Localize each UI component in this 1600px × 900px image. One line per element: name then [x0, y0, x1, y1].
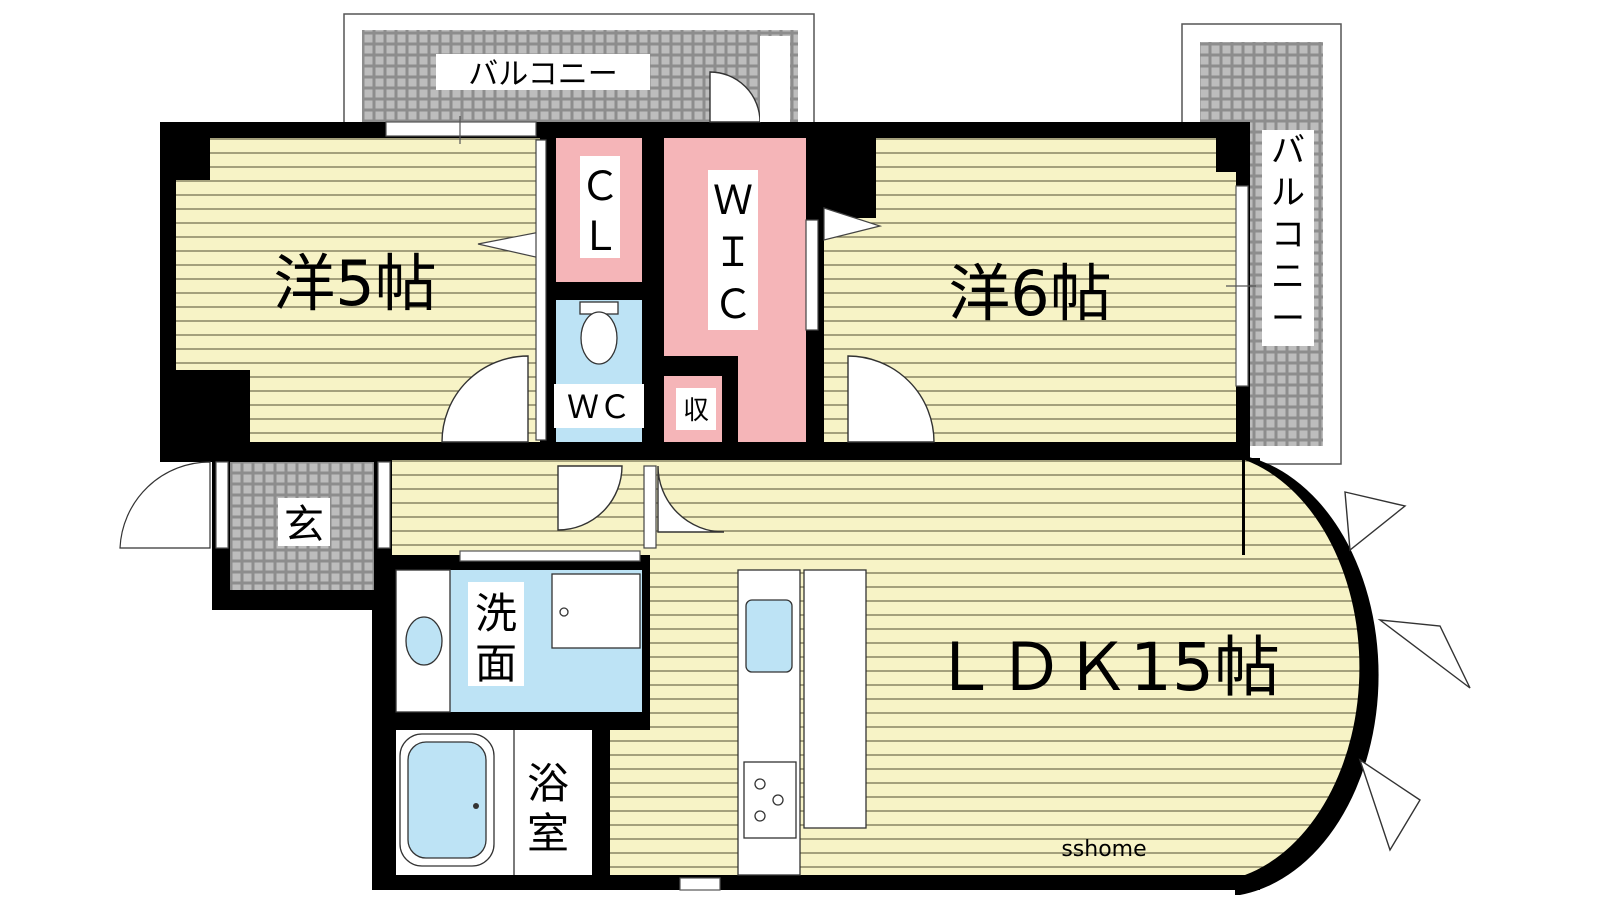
washing-machine-icon	[551, 573, 641, 649]
label-wic-i: Ｉ	[713, 230, 753, 276]
windows	[215, 116, 1256, 891]
balcony-right-char-3: コ	[1271, 215, 1305, 255]
label-wic-w: Ｗ	[713, 178, 753, 224]
stove-icon	[743, 761, 797, 839]
closet-doors	[477, 139, 883, 549]
sink-icon	[405, 616, 443, 666]
label-closet-c: Ｃ	[580, 164, 620, 210]
label-storage: 収	[683, 396, 709, 426]
label-western-5: 洋5帖	[273, 247, 436, 320]
balcony-right-char-1: バ	[1271, 131, 1305, 171]
toilet-icon	[580, 311, 618, 365]
label-balcony-right: バ ル コ ニ ー	[1271, 131, 1305, 339]
room-western-5	[176, 138, 540, 442]
entrance	[230, 462, 374, 590]
balcony-right-char-4: ニ	[1271, 257, 1305, 297]
doors	[119, 36, 1471, 852]
label-western-6: 洋6帖	[948, 257, 1111, 330]
label-washroom-2: 面	[475, 639, 517, 688]
label-toilet: ＷＣ	[567, 388, 631, 426]
label-wic-c: Ｃ	[713, 282, 753, 328]
label-entrance: 玄	[284, 502, 324, 548]
balcony-right-char-5: ー	[1271, 299, 1305, 339]
label-washroom-1: 洗	[475, 589, 517, 638]
label-ldk: ＬＤＫ15帖	[932, 629, 1280, 706]
balcony-top	[343, 13, 815, 125]
room-western-6	[824, 138, 1236, 442]
label-bath-2: 室	[527, 809, 569, 858]
label-balcony-top: バルコニー	[468, 57, 617, 92]
kitchen-sink-icon	[745, 599, 793, 673]
balcony-right-char-2: ル	[1271, 173, 1305, 213]
label-bath-1: 浴	[527, 759, 569, 808]
kitchen-counter	[737, 569, 867, 876]
watermark: sshome	[1061, 837, 1146, 862]
label-closet-l: Ｌ	[580, 214, 620, 260]
